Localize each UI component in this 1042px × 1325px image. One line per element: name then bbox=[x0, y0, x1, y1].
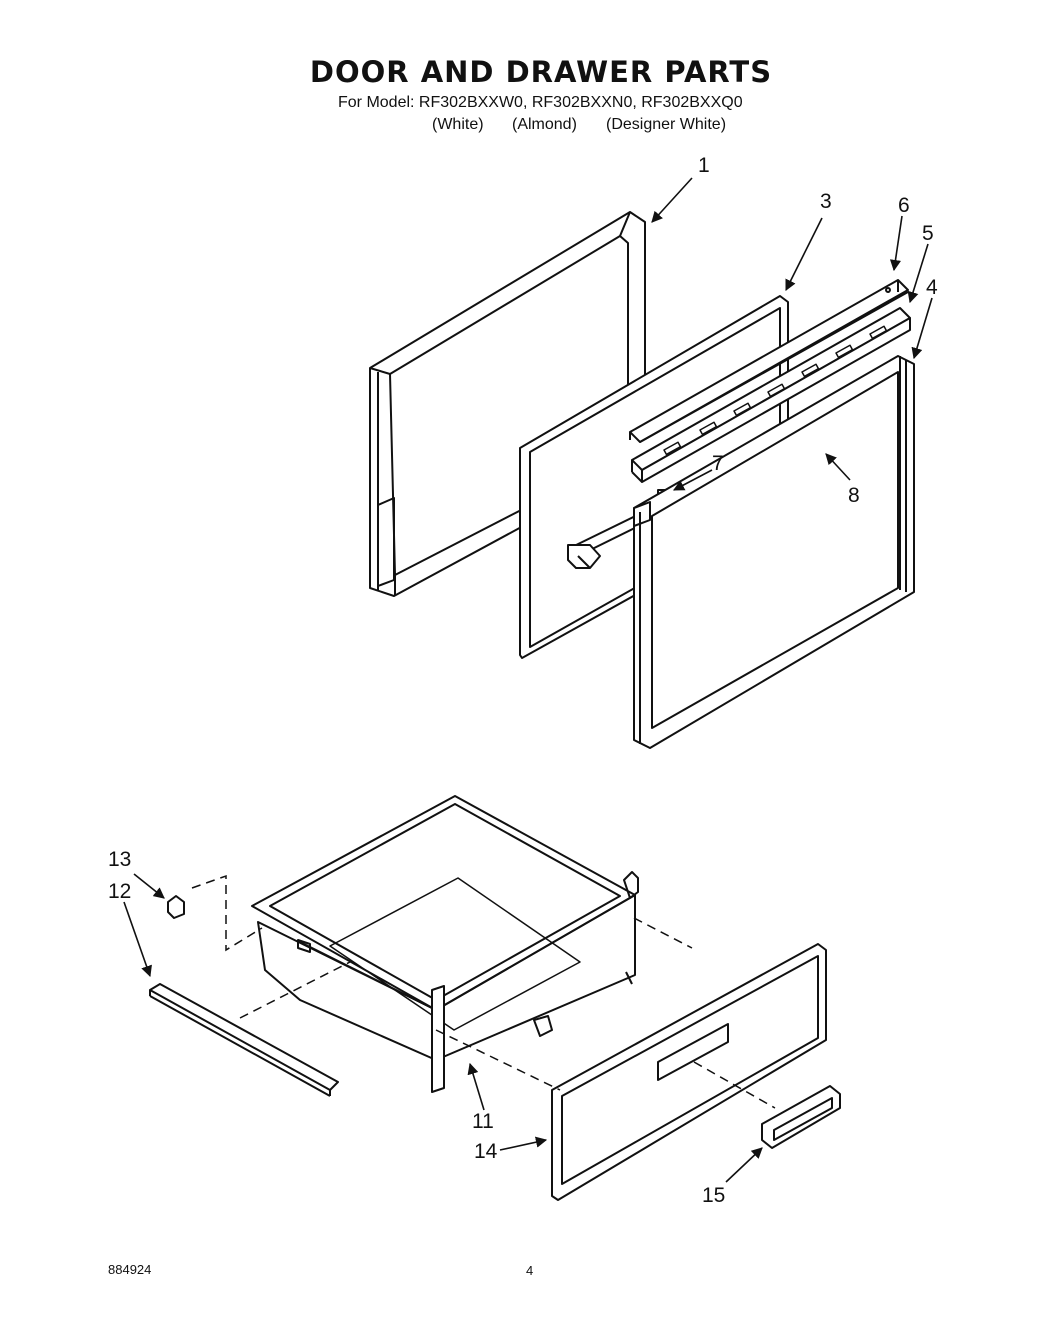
callout-15: 15 bbox=[702, 1184, 725, 1207]
callout-14: 14 bbox=[474, 1140, 498, 1163]
page-title: DOOR AND DRAWER PARTS bbox=[309, 55, 773, 89]
callout-5: 5 bbox=[922, 222, 934, 245]
callout-8: 8 bbox=[848, 484, 860, 507]
model-line: For Model: RF302BXXW0, RF302BXXN0, RF302… bbox=[338, 94, 743, 111]
drawer-handle bbox=[761, 1085, 841, 1149]
callout-11: 11 bbox=[472, 1110, 494, 1133]
callout-1: 1 bbox=[698, 154, 710, 177]
drawer-body bbox=[251, 795, 639, 1093]
color-label-white: (White) bbox=[432, 116, 484, 133]
drawer-bracket bbox=[167, 895, 185, 919]
drawer-slide-rail bbox=[149, 983, 339, 1097]
color-label-designer-white: (Designer White) bbox=[606, 116, 727, 133]
callout-4: 4 bbox=[926, 276, 938, 299]
callout-12: 12 bbox=[108, 880, 131, 903]
page-number: 4 bbox=[526, 1263, 534, 1278]
callout-7: 7 bbox=[712, 452, 724, 475]
document-number: 884924 bbox=[108, 1262, 152, 1277]
top-trim-strip bbox=[629, 279, 909, 443]
vent-strip bbox=[631, 307, 911, 483]
callout-3: 3 bbox=[820, 190, 832, 213]
callout-6: 6 bbox=[898, 194, 910, 217]
door-liner-frame bbox=[633, 355, 915, 749]
drawer-front-panel bbox=[551, 943, 827, 1201]
color-label-almond: (Almond) bbox=[512, 116, 577, 133]
callout-13: 13 bbox=[108, 848, 131, 871]
